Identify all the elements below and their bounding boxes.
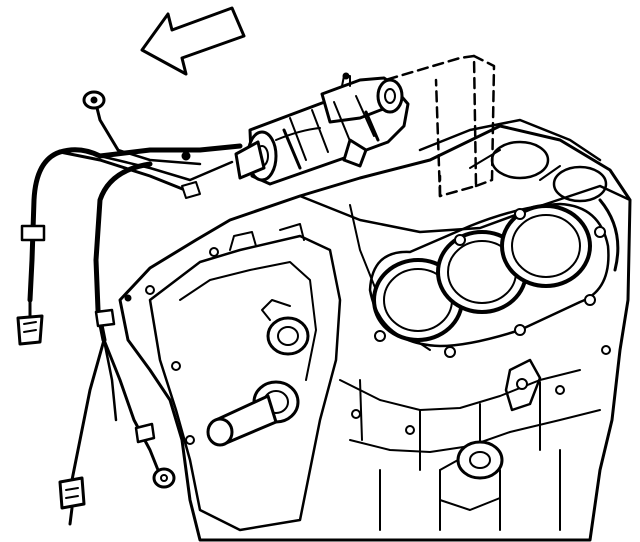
oil-filter-adapter xyxy=(439,440,504,511)
ring-terminal xyxy=(152,467,176,489)
locator-dashed-lines xyxy=(370,54,496,198)
engine-block xyxy=(118,118,632,542)
connector-plug-left xyxy=(16,314,44,346)
crankshaft-hub xyxy=(206,380,300,447)
cylinder-bores xyxy=(372,198,620,342)
cam-sensor xyxy=(261,299,310,356)
wiring-harness xyxy=(16,90,243,526)
starter-motor xyxy=(234,72,410,186)
connector-plug-bottom xyxy=(58,476,86,526)
perimeter-bolts xyxy=(145,247,611,445)
deck-bolt-holes xyxy=(374,208,606,358)
direction-arrow-icon xyxy=(140,6,246,76)
